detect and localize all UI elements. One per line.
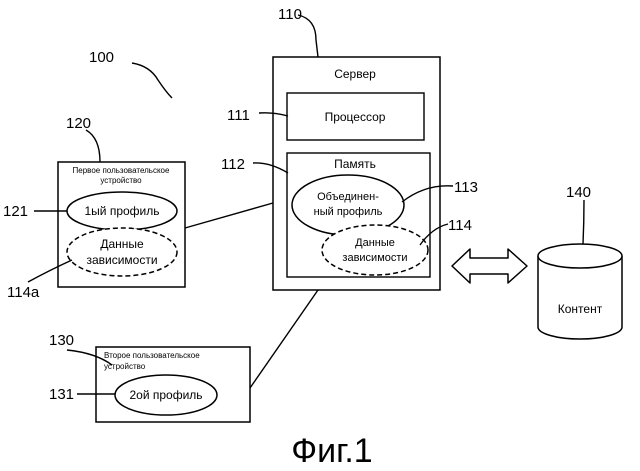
- link-device1-server: [185, 203, 273, 228]
- first-dependency-line1: Данные: [100, 237, 144, 251]
- second-profile-label: 2ой профиль: [129, 388, 202, 402]
- server-dependency-line1: Данные: [355, 237, 395, 249]
- ref-114a: 114a: [7, 284, 40, 301]
- ref-121: 121: [3, 203, 28, 220]
- ref-113: 113: [454, 179, 478, 196]
- first-dependency-ellipse: [67, 228, 177, 276]
- content-cylinder-top: [538, 244, 622, 268]
- ref-100: 100: [89, 49, 114, 66]
- ref-120: 120: [66, 115, 91, 132]
- ref-114: 114: [448, 217, 472, 234]
- leader-140: [583, 200, 584, 244]
- ref-140: 140: [566, 184, 591, 201]
- ref-100-leader: [132, 63, 172, 98]
- first-device-title-line1: Первое пользовательское: [73, 166, 170, 175]
- leader-120: [86, 130, 100, 162]
- memory-label: Память: [334, 157, 376, 171]
- content-label: Контент: [558, 302, 603, 316]
- combined-profile-line2: ный профиль: [314, 206, 383, 218]
- bidirectional-arrow: [452, 249, 527, 283]
- first-profile-label: 1ый профиль: [84, 204, 159, 218]
- server-title: Сервер: [334, 67, 376, 81]
- ref-112: 112: [221, 156, 245, 173]
- first-dependency-line2: зависимости: [86, 253, 157, 267]
- link-device2-server: [250, 290, 318, 388]
- second-device-title-line1: Второе пользовательское: [104, 351, 200, 360]
- combined-profile-line1: Объединен-: [317, 191, 379, 203]
- ref-131: 131: [49, 386, 74, 403]
- server-dependency-line2: зависимости: [342, 252, 407, 264]
- processor-label: Процессор: [325, 110, 386, 124]
- first-device-title-line2: устройство: [100, 176, 142, 185]
- server-dependency-ellipse: [322, 225, 428, 275]
- ref-111: 111: [227, 107, 250, 124]
- figure-caption: Фиг.1: [291, 432, 372, 470]
- ref-130: 130: [49, 332, 74, 349]
